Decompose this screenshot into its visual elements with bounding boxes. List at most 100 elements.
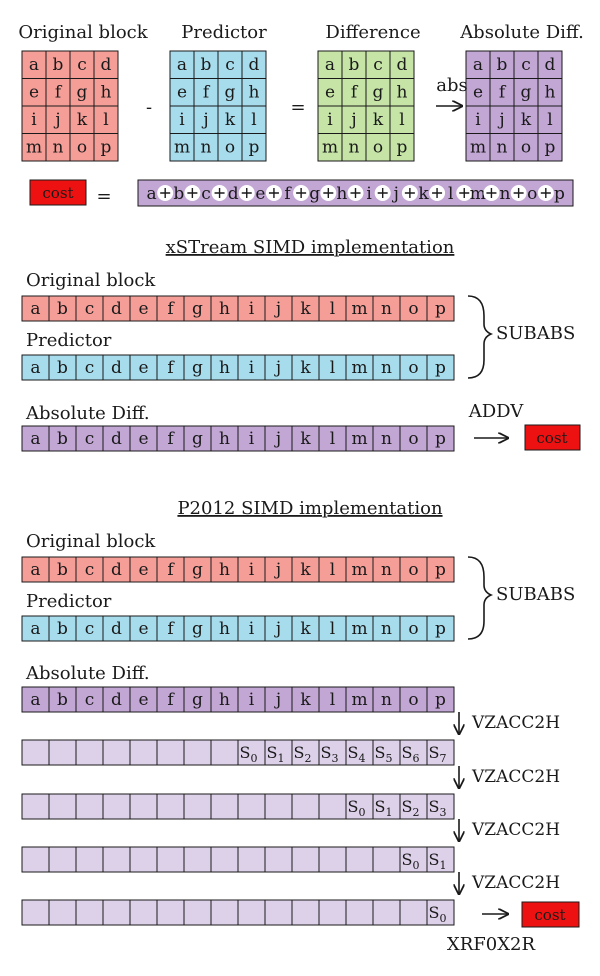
plus-sign (513, 188, 524, 198)
plus-sign (459, 188, 470, 198)
xstream-predictor-cell (345, 354, 374, 381)
reduction-cell (183, 739, 212, 766)
reduction-cell (237, 846, 266, 873)
p2012-absdiff-cell-letter: b (57, 690, 68, 710)
predictor-cell (217, 105, 243, 134)
reduction-cell (372, 899, 401, 926)
original-cell-letter: m (26, 138, 42, 158)
xstream-absdiff-cell-letter: n (381, 429, 392, 449)
p2012-predictor-cell (264, 615, 293, 642)
p2012-original-cell-letter: n (381, 560, 392, 580)
difference-cell-letter: k (373, 110, 384, 130)
absdiff-cell-letter: e (473, 83, 483, 103)
p2012-absdiff-cell-letter: c (85, 690, 95, 710)
reduction-cell (21, 846, 50, 873)
p2012-original-cell-letter: d (111, 560, 122, 580)
plus-sign (540, 188, 551, 198)
reduction-cell (183, 899, 212, 926)
p2012-predictor-cell (426, 615, 455, 642)
p2012-absdiff-cell-letter: p (435, 690, 446, 710)
reduction-cell (372, 846, 401, 873)
p2012-predictor-cell-letter: g (192, 619, 203, 639)
reduction-cell (345, 739, 374, 766)
sum-row-letter: p (554, 184, 565, 204)
xstream-predictor-cell (183, 354, 212, 381)
sum-row-letter: h (336, 184, 347, 204)
reduction-cell (129, 899, 158, 926)
xstream-absdiff-cell (291, 425, 320, 452)
xstream-original-cell (75, 295, 104, 322)
predictor-cell-letter: o (225, 138, 235, 158)
p2012-original-cell-letter: i (249, 560, 255, 580)
difference-cell (389, 105, 415, 134)
sum-row-letter: i (366, 184, 372, 204)
reduction-cell (21, 793, 50, 820)
plus-sign (214, 188, 225, 198)
xstream-predictor-cell-letter: l (330, 358, 335, 378)
xstream-original-cell (21, 295, 50, 322)
absdiff-cell-letter: l (547, 110, 552, 130)
p2012-absdiff-label: Absolute Diff. (25, 663, 150, 684)
reduction-cell (48, 793, 77, 820)
reduction-cell (264, 739, 293, 766)
p2012-original-cell (129, 556, 158, 583)
xstream-absdiff-cell (237, 425, 266, 452)
p2012-predictor-cell (291, 615, 320, 642)
reduction-cell (237, 739, 266, 766)
vzacc2h-label: VZACC2H (471, 820, 560, 840)
reduction-cell (399, 793, 428, 820)
p2012-absdiff-cell-letter: o (408, 690, 418, 710)
reduction-cell (291, 793, 320, 820)
xstream-absdiff-cell (426, 425, 455, 452)
plus-sign (377, 188, 388, 198)
original-cell-letter: g (77, 83, 88, 103)
xstream-subabs-label: SUBABS (496, 323, 575, 344)
predictor-cell-letter: g (225, 83, 236, 103)
sum-row-letter: a (147, 184, 157, 204)
p2012-original-cell-letter: j (274, 560, 281, 580)
predictor-cell-letter: l (251, 110, 256, 130)
p2012-predictor-cell-letter: i (249, 619, 255, 639)
reduction-cell (183, 846, 212, 873)
p2012-predictor-cell (102, 615, 131, 642)
absdiff-cell-letter: m (470, 138, 486, 158)
p2012-predictor-cell-letter: j (274, 619, 281, 639)
difference-cell-letter: h (397, 83, 408, 103)
xstream-absdiff-cell (21, 425, 50, 452)
xstream-absdiff-cell-letter: g (192, 429, 203, 449)
reduction-cell (372, 793, 401, 820)
xstream-original-cell (264, 295, 293, 322)
plus-sign (268, 188, 279, 198)
difference-cell-letter: p (397, 138, 408, 158)
abs-label: abs (436, 75, 468, 96)
p2012-predictor-cell (183, 615, 212, 642)
reduction-cell (156, 739, 185, 766)
p2012-original-cell-letter: a (30, 560, 40, 580)
xstream-subabs-brace (467, 295, 494, 379)
predictor-cell (217, 133, 243, 162)
reduction-cell (318, 739, 347, 766)
reduction-cell (318, 793, 347, 820)
sum-row-letter: c (201, 184, 211, 204)
predictor-cell-letter: a (177, 55, 187, 75)
reduction-cell (291, 739, 320, 766)
p2012-absdiff-cell (318, 686, 347, 713)
reduction-cell (75, 739, 104, 766)
xstream-predictor-cell-letter: m (351, 358, 367, 378)
plus-sign (432, 188, 443, 198)
xstream-original-cell-letter: o (408, 299, 418, 319)
p2012-predictor-cell-letter: m (351, 619, 367, 639)
xstream-original-cell (102, 295, 131, 322)
xstream-absdiff-cell-letter: i (249, 429, 255, 449)
p2012-original-cell-letter: c (85, 560, 95, 580)
absdiff-cell (537, 50, 563, 79)
p2012-absdiff-cell-letter: m (351, 690, 367, 710)
reduction-cell (129, 739, 158, 766)
xstream-original-cell-letter: j (274, 299, 281, 319)
p2012-absdiff-cell-letter: f (167, 690, 175, 710)
reduction-cell (183, 793, 212, 820)
